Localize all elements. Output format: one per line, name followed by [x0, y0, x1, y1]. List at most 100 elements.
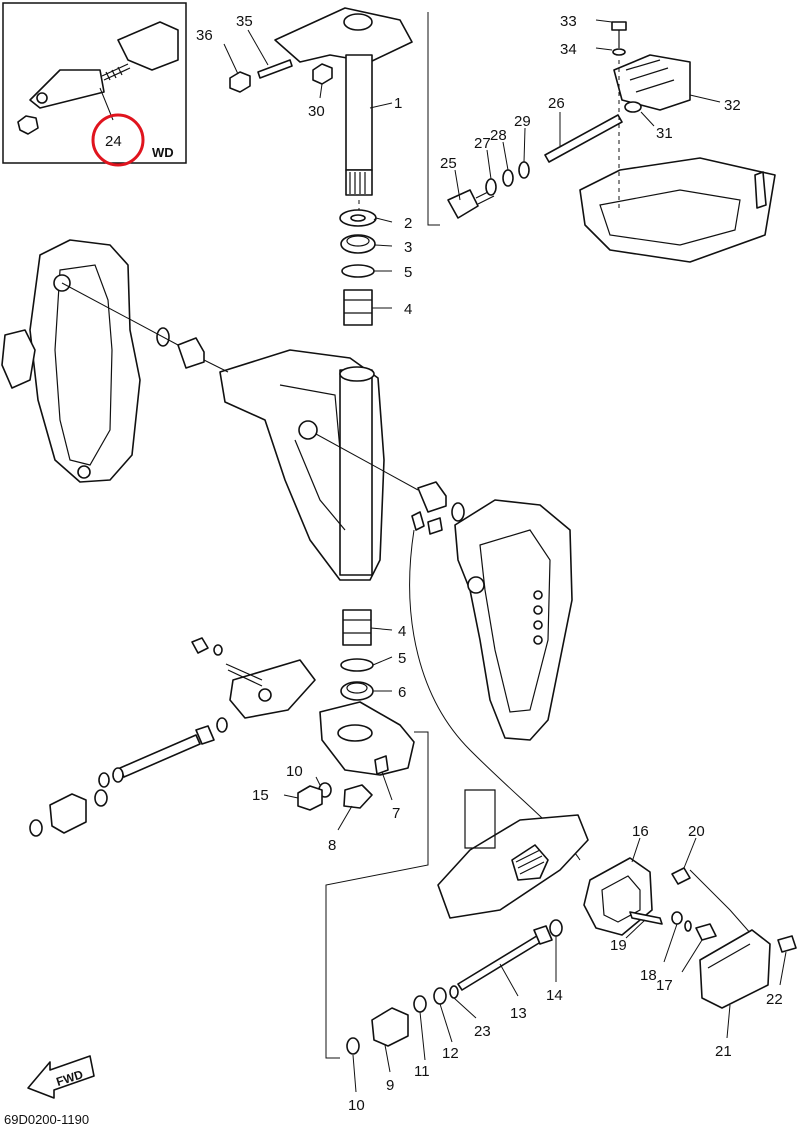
- washer-10-lower: [346, 1037, 360, 1055]
- bottom-cowling-recess: [599, 189, 741, 246]
- washer-14: [549, 919, 563, 937]
- bushing-4-top-grooves: [344, 299, 372, 314]
- o-ring-5-top: [341, 264, 375, 278]
- callout-29: 29: [514, 113, 531, 130]
- washer-12: [433, 987, 447, 1005]
- housing-7-bore: [337, 724, 373, 742]
- callout-4-top: 4: [404, 301, 412, 318]
- friction-plate-32: [613, 54, 691, 111]
- bracket-line-top: [427, 12, 440, 226]
- nut-30: [312, 63, 333, 85]
- leader-7: [381, 771, 393, 801]
- inset-nut: [17, 115, 39, 135]
- spline-lines: [349, 172, 366, 194]
- cowling-post: [754, 171, 767, 209]
- inset-wd-variant: 24 WD: [2, 2, 187, 167]
- callout-31: 31: [656, 125, 673, 142]
- upper-mount-bracket: [229, 659, 316, 719]
- steering-shaft-assembly: [229, 7, 413, 326]
- tilt-axis-mid: [203, 359, 229, 373]
- callout-30: 30: [308, 103, 325, 120]
- washer-29: [518, 161, 530, 179]
- callout-3: 3: [404, 239, 412, 256]
- seal-6-inner: [346, 682, 368, 694]
- callout-23: 23: [474, 1023, 491, 1040]
- inset-plate: [29, 69, 105, 109]
- callout-16: 16: [632, 823, 649, 840]
- steering-arm: [274, 7, 413, 63]
- circlip-8: [343, 784, 373, 809]
- bolt-35: [257, 59, 293, 79]
- callout-1: 1: [394, 95, 402, 112]
- callout-24: 24: [105, 133, 122, 150]
- leader-15: [283, 794, 299, 799]
- nut-36: [229, 71, 251, 93]
- bracket-line-bottom: [325, 731, 429, 1059]
- callout-4-lower: 4: [398, 623, 406, 640]
- washer-small-a: [213, 644, 223, 656]
- washer-28: [502, 169, 514, 187]
- callout-17: 17: [656, 977, 673, 994]
- bracket-assembly: [1, 239, 581, 861]
- bushing-right: [417, 481, 447, 513]
- leader-33: [595, 19, 613, 23]
- leader-5b: [372, 656, 393, 666]
- callout-8: 8: [328, 837, 336, 854]
- leader-9: [384, 1044, 391, 1073]
- clamp-right-hole: [467, 576, 485, 594]
- tilt-pin-hole-1: [533, 590, 543, 600]
- document-code: 69D0200-1190: [4, 1112, 89, 1127]
- callout-13: 13: [510, 1005, 527, 1022]
- clamp-bracket-right-inner: [479, 529, 551, 713]
- swivel-ribs: [279, 384, 346, 531]
- leader-23: [453, 997, 477, 1019]
- callout-5-lower: 5: [398, 650, 406, 667]
- leader-29: [523, 127, 526, 163]
- leader-10a: [315, 776, 321, 786]
- through-bolt-upper-head: [195, 725, 215, 745]
- cover-21-edge: [707, 943, 751, 969]
- variant-label: WD: [152, 145, 174, 160]
- leader-13: [499, 963, 519, 997]
- leader-lines: [223, 19, 787, 1093]
- leader-2b: [375, 217, 393, 223]
- washer-upper-3: [112, 767, 124, 783]
- inset-plate-hole: [36, 92, 48, 104]
- seal-6: [340, 681, 374, 701]
- upper-mount-hole: [258, 688, 272, 702]
- friction-assembly: [427, 12, 776, 263]
- leader-8: [337, 805, 353, 831]
- highlight-ring-24: [91, 113, 145, 167]
- bushing-4-lower-grooves: [343, 619, 371, 634]
- leader-20: [683, 837, 697, 869]
- callout-labels: 1 2 3 5 4 4 5 6 7 8 10 15 9 10 11 12 13 …: [196, 13, 783, 1114]
- leader-30: [319, 83, 323, 99]
- leader-27: [486, 149, 492, 180]
- screw-22: [777, 935, 797, 953]
- leader-31: [640, 111, 655, 127]
- tilt-axis-right: [315, 433, 419, 491]
- leader-21: [726, 1004, 731, 1039]
- knob-25: [447, 189, 479, 219]
- callout-10-lower: 10: [348, 1097, 365, 1114]
- clamp-screw-left: [1, 329, 36, 389]
- steering-shaft: [345, 54, 373, 171]
- callout-18: 18: [640, 967, 657, 984]
- bolt-17: [695, 923, 717, 941]
- oil-seal-3: [340, 234, 376, 254]
- callout-5-top: 5: [404, 264, 412, 281]
- callout-11: 11: [414, 1063, 430, 1080]
- callout-27: 27: [474, 135, 491, 152]
- o-ring-5-lower: [340, 658, 374, 672]
- inset-bolt: [101, 63, 131, 81]
- washer-18: [671, 911, 683, 925]
- leader-17: [681, 939, 703, 973]
- callout-25: 25: [440, 155, 457, 172]
- tilt-pin-hole-3: [533, 620, 543, 630]
- callout-19: 19: [610, 937, 627, 954]
- grease-nipple: [411, 511, 425, 531]
- callout-35: 35: [236, 13, 253, 30]
- lower-rubber-mount-9: [371, 1007, 409, 1047]
